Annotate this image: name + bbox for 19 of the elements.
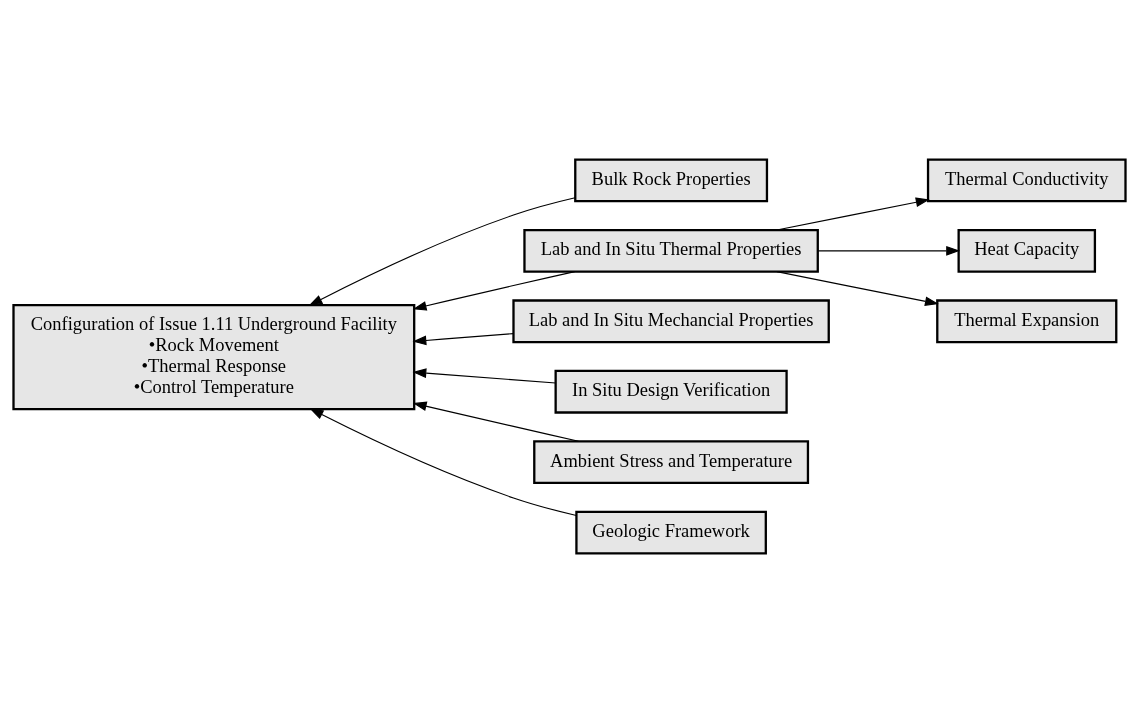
- node-box: Geologic Framework: [575, 510, 767, 555]
- node-box: In Situ Design Verification: [554, 369, 788, 414]
- node-box: Lab and In Situ Mechancial Properties: [512, 299, 830, 344]
- arrow: [412, 333, 514, 346]
- arrow: [308, 197, 576, 306]
- node-box: Ambient Stress and Temperature: [533, 440, 810, 485]
- node-box: Thermal Conductivity: [926, 158, 1127, 203]
- node-box: Bulk Rock Properties: [574, 158, 769, 203]
- arrow: [309, 408, 577, 517]
- arrow: [776, 271, 939, 307]
- arrow: [412, 401, 580, 442]
- node-box: Configuration of Issue 1.11 Underground Facility •Rock Movement •Thermal Response •Control Temperature: [12, 303, 416, 411]
- arrow: [412, 271, 576, 311]
- arrow: [412, 368, 557, 384]
- node-box: Heat Capacity: [957, 228, 1097, 273]
- arrow: [776, 197, 930, 231]
- arrow: [817, 246, 961, 256]
- node-box: Lab and In Situ Thermal Properties: [523, 228, 819, 273]
- node-box: Thermal Expansion: [936, 299, 1118, 344]
